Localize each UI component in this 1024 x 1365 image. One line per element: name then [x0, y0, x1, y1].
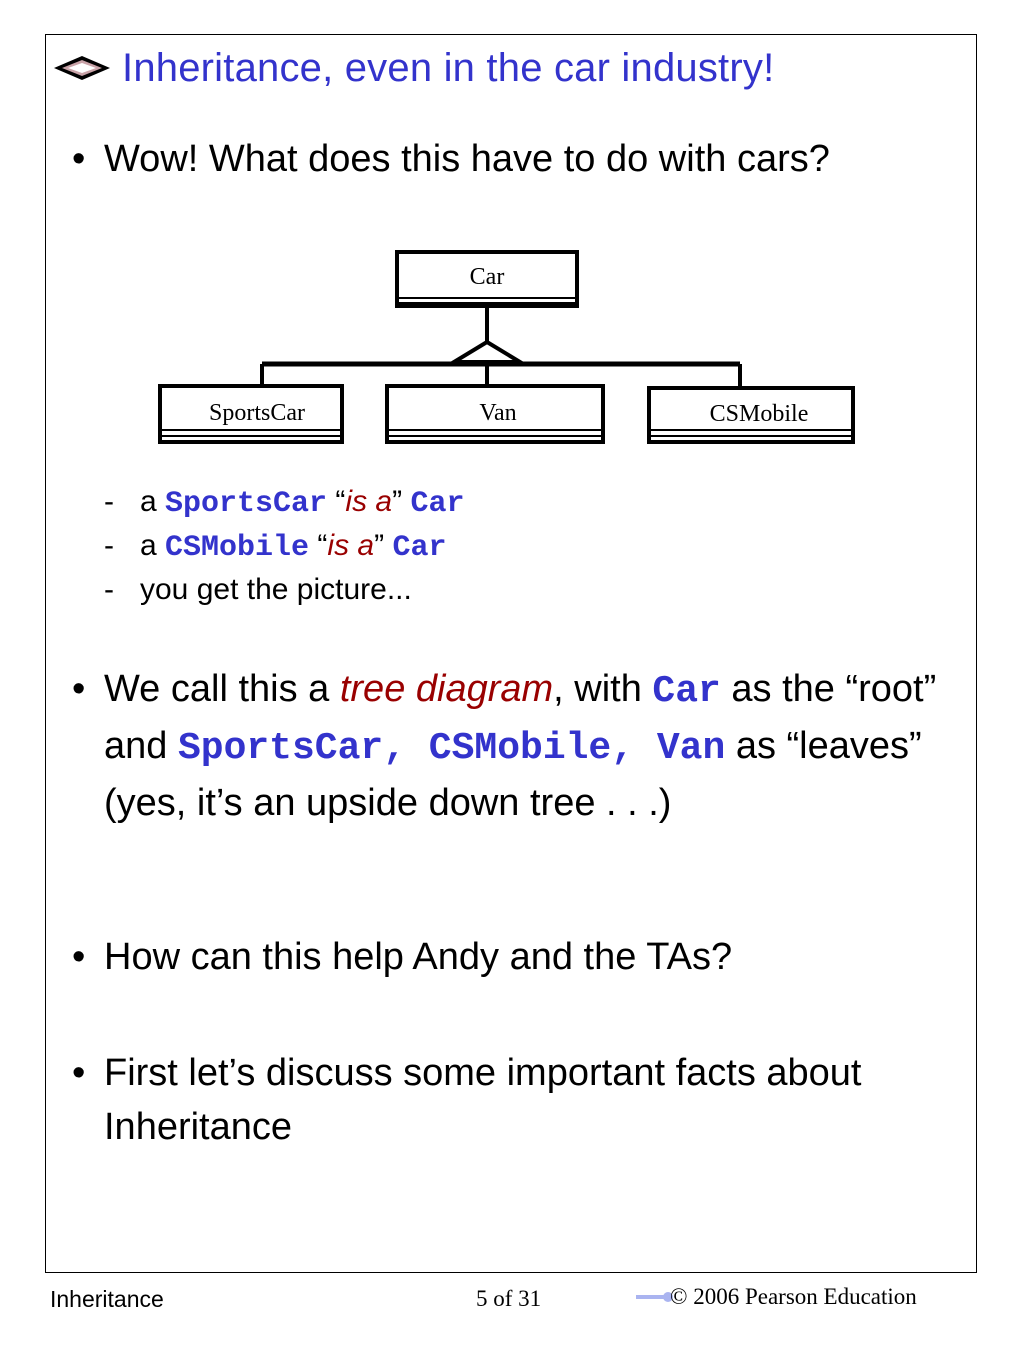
subitem-class-code: CSMobile — [165, 531, 310, 565]
node-leaf-sportscar-label: SportsCar — [209, 400, 305, 426]
node-root: Car — [395, 250, 579, 308]
subitem-article: a — [140, 485, 157, 518]
subitem-class-code: SportsCar — [165, 487, 328, 521]
bullet-2-part: , with — [553, 668, 653, 710]
subitem-dash: - — [104, 573, 114, 606]
title-row: Inheritance, even in the car industry! — [52, 38, 774, 98]
bullet-2-part: as the “root” and — [104, 668, 937, 767]
footer-copyright: © 2006 Pearson Education — [636, 1284, 917, 1310]
close-quote: ” — [374, 529, 385, 562]
bullet-4: • First let’s discuss some important fac… — [72, 1046, 872, 1154]
subitem-text: you get the picture... — [140, 573, 412, 606]
subitem-parent-code: Car — [392, 531, 447, 565]
bullet-4-text: First let’s discuss some important facts… — [104, 1052, 862, 1148]
leaves-code: SportsCar, CSMobile, Van — [177, 727, 726, 770]
bullet-3: • How can this help Andy and the TAs? — [72, 930, 952, 984]
is-a-text: is a — [345, 485, 393, 518]
slide-title: Inheritance, even in the car industry! — [122, 45, 775, 90]
open-quote: “ — [317, 529, 328, 562]
is-a-text: is a — [327, 529, 375, 562]
diamond-bullet-icon — [54, 56, 110, 80]
tree-diagram-term: tree diagram — [339, 668, 554, 710]
open-quote: “ — [335, 485, 346, 518]
root-code: Car — [652, 670, 721, 713]
bullet-1-text: Wow! What does this have to do with cars… — [104, 138, 830, 180]
bullet-2-part: We call this a — [104, 668, 340, 710]
close-quote: ” — [392, 485, 403, 518]
bullet-2: • We call this a tree diagram, with Car … — [72, 662, 942, 830]
arrow-decoration-icon — [636, 1292, 673, 1302]
subitem-dash: - — [104, 485, 114, 518]
copyright-text: © 2006 Pearson Education — [670, 1284, 917, 1309]
subitem-1: -a SportsCar “is a” Car — [104, 480, 464, 526]
node-leaf-sportscar: SportsCar — [158, 384, 344, 444]
bullet-glyph: • — [72, 936, 86, 978]
subitem-3: -you get the picture... — [104, 568, 412, 612]
subitem-parent-code: Car — [410, 487, 465, 521]
bullet-2-text: We call this a tree diagram, with Car as… — [104, 662, 942, 830]
tree-diagram: Car SportsCar Van CSMobile — [158, 250, 855, 444]
node-leaf-van-label: Van — [479, 400, 516, 426]
footer-topic: Inheritance — [50, 1286, 164, 1312]
footer-page-number: 5 of 31 — [476, 1286, 542, 1311]
bullet-glyph: • — [72, 1052, 86, 1094]
bullet-2-part: as “leaves” (yes, it’s an upside down tr… — [104, 725, 922, 824]
bullet-glyph: • — [72, 668, 86, 710]
connectors — [260, 306, 742, 388]
subitem-2: -a CSMobile “is a” Car — [104, 524, 446, 570]
node-leaf-csmobile: CSMobile — [647, 386, 855, 444]
subitem-dash: - — [104, 529, 114, 562]
slide-frame — [45, 34, 977, 1273]
bullet-1: • Wow! What does this have to do with ca… — [72, 132, 952, 186]
node-root-label: Car — [470, 264, 505, 290]
bullet-3-text: How can this help Andy and the TAs? — [104, 936, 733, 978]
node-leaf-van: Van — [385, 384, 605, 444]
node-leaf-csmobile-label: CSMobile — [710, 401, 809, 427]
bullet-glyph: • — [72, 138, 86, 180]
subitem-article: a — [140, 529, 157, 562]
